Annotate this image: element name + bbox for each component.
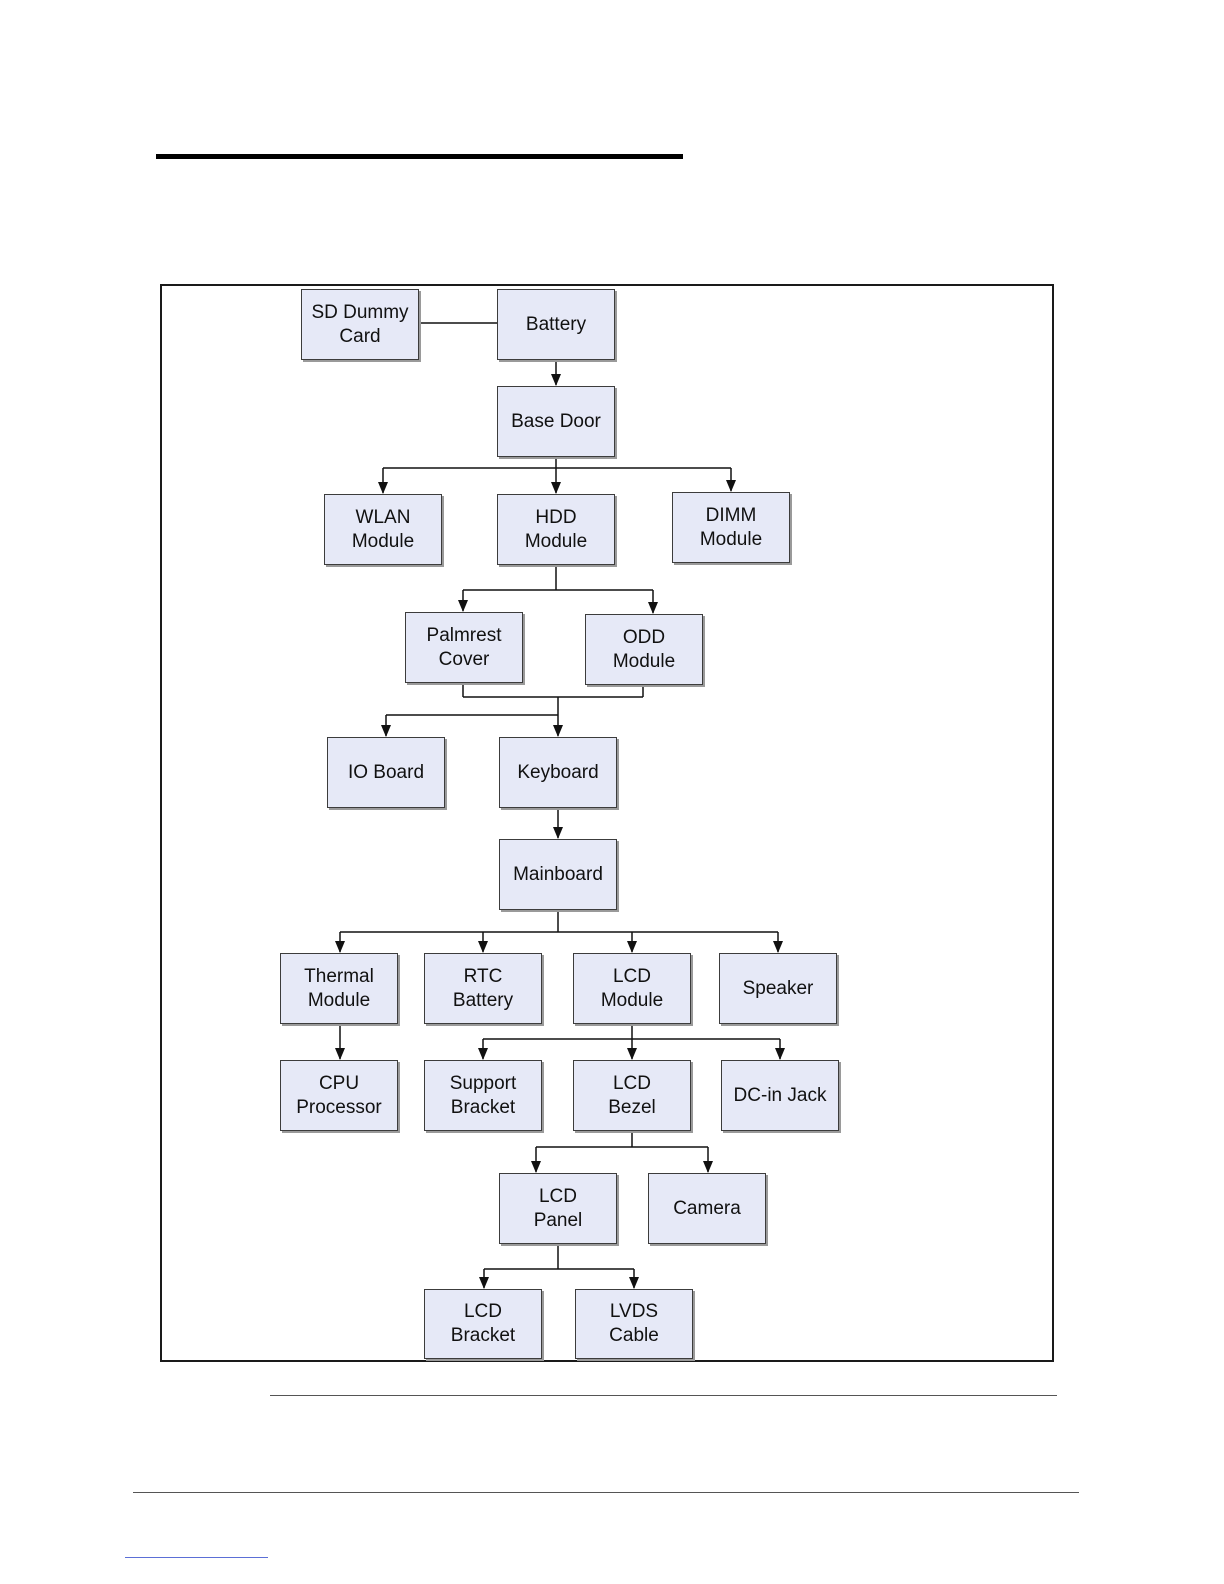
node-odd-module: ODD Module: [585, 614, 703, 685]
node-sd-dummy-card: SD Dummy Card: [301, 289, 419, 360]
node-palmrest-cover: Palmrest Cover: [405, 612, 523, 683]
node-lcd-bezel: LCD Bezel: [573, 1060, 691, 1131]
node-lcd-panel: LCD Panel: [499, 1173, 617, 1244]
node-keyboard: Keyboard: [499, 737, 617, 808]
node-support-bracket: Support Bracket: [424, 1060, 542, 1131]
node-lvds-cable: LVDS Cable: [575, 1289, 693, 1359]
node-hdd-module: HDD Module: [497, 494, 615, 565]
node-speaker: Speaker: [719, 953, 837, 1024]
node-lcd-bracket: LCD Bracket: [424, 1289, 542, 1359]
node-lcd-module: LCD Module: [573, 953, 691, 1024]
node-rtc-battery: RTC Battery: [424, 953, 542, 1024]
node-camera: Camera: [648, 1173, 766, 1244]
node-wlan-module: WLAN Module: [324, 494, 442, 565]
footer-link-underline: [125, 1557, 268, 1558]
node-io-board: IO Board: [327, 737, 445, 808]
node-base-door: Base Door: [497, 386, 615, 457]
node-battery: Battery: [497, 289, 615, 360]
node-dc-in-jack: DC-in Jack: [721, 1060, 839, 1131]
node-dimm-module: DIMM Module: [672, 492, 790, 563]
node-mainboard: Mainboard: [499, 839, 617, 910]
node-cpu-processor: CPU Processor: [280, 1060, 398, 1131]
node-thermal-module: Thermal Module: [280, 953, 398, 1024]
footer-rule: [133, 1492, 1079, 1493]
caption-rule: [270, 1395, 1057, 1396]
